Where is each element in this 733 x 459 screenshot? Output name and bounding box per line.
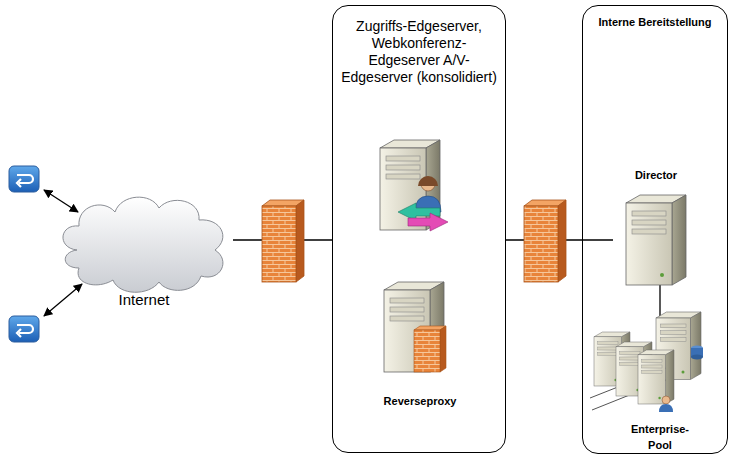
node-label: Enterprise- Pool xyxy=(621,421,699,453)
director-server: Director xyxy=(613,165,699,289)
region-heading: Zugriffs-Edgeserver, Webkonferenz- Edges… xyxy=(339,18,499,86)
region-heading: Interne Bereitstellung xyxy=(583,14,727,30)
node-label: Director xyxy=(613,167,699,183)
perimeter-region: Zugriffs-Edgeserver, Webkonferenz- Edges… xyxy=(332,5,506,453)
internal-region: Interne BereitstellungDirectorEnterprise… xyxy=(582,5,728,454)
enterprise-pool: Enterprise- Pool xyxy=(601,307,719,453)
node-label: Reverseproxy xyxy=(363,393,477,409)
cloud-shape xyxy=(55,190,233,308)
cloud-node: Internet xyxy=(55,190,233,308)
reverse-proxy-server: Reverseproxy xyxy=(363,387,477,415)
node-label: Internet xyxy=(55,291,233,308)
